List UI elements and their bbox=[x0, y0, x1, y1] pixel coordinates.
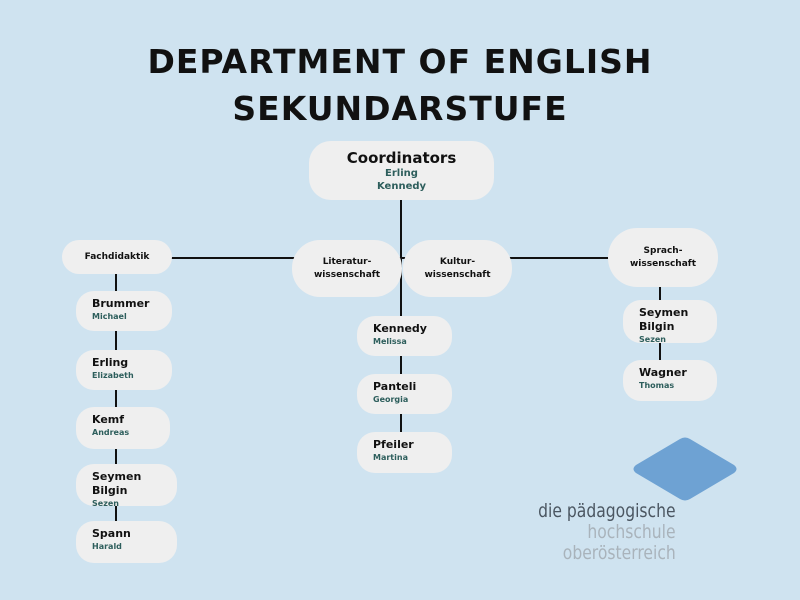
kultur-label: wissenschaft bbox=[424, 269, 491, 280]
sprach-node: Sprach- wissenschaft bbox=[608, 228, 718, 287]
person-last-name: Seymen Bilgin bbox=[92, 470, 142, 497]
logo-line-2: hochschule bbox=[587, 521, 676, 543]
coordinators-node: Coordinators Erling Kennedy bbox=[309, 141, 494, 200]
person-last-name: Brummer bbox=[92, 297, 150, 310]
person-first-name: Andreas bbox=[92, 428, 130, 437]
coordinators-label: Coordinators bbox=[346, 148, 457, 167]
sprach-label: wissenschaft bbox=[629, 258, 696, 269]
person-first-name: Georgia bbox=[373, 395, 409, 404]
coordinator-name: Kennedy bbox=[376, 180, 427, 192]
sprach-label: Sprach- bbox=[643, 245, 683, 256]
person-first-name: Thomas bbox=[639, 381, 675, 390]
person-first-name: Elizabeth bbox=[92, 371, 134, 380]
person-last-name: Panteli bbox=[373, 380, 417, 393]
logo-line-1: die pädagogische bbox=[538, 500, 676, 522]
connector bbox=[115, 274, 117, 524]
literatur-label: Literatur- bbox=[322, 256, 372, 267]
title-line-1: DEPARTMENT OF ENGLISH bbox=[147, 42, 653, 81]
title-line-2: SEKUNDARSTUFE bbox=[232, 89, 568, 128]
person-first-name: Melissa bbox=[373, 337, 407, 346]
person-last-name: Erling bbox=[92, 356, 129, 369]
coordinator-name: Erling bbox=[385, 167, 418, 179]
person-last-name: Kennedy bbox=[373, 322, 427, 335]
person-first-name: Sezen bbox=[92, 499, 119, 508]
kultur-label: Kultur- bbox=[439, 256, 476, 267]
literatur-label: wissenschaft bbox=[313, 269, 380, 280]
person-first-name: Martina bbox=[373, 453, 408, 462]
person-last-name: Spann bbox=[92, 527, 131, 540]
kultur-node: Kultur- wissenschaft bbox=[403, 240, 512, 297]
person-first-name: Sezen bbox=[639, 335, 666, 344]
person-last-name: Kemf bbox=[92, 413, 125, 426]
person-last-name: Wagner bbox=[639, 366, 687, 379]
logo-line-3: oberösterreich bbox=[563, 542, 676, 564]
person-last-name: Pfeiler bbox=[373, 438, 414, 451]
fachdidaktik-node: Fachdidaktik bbox=[62, 240, 172, 274]
literatur-node: Literatur- wissenschaft bbox=[292, 240, 402, 297]
fachdidaktik-label: Fachdidaktik bbox=[84, 251, 150, 262]
person-last-name: Seymen Bilgin bbox=[639, 306, 689, 333]
person-first-name: Michael bbox=[92, 312, 127, 321]
person-first-name: Harald bbox=[92, 542, 122, 551]
logo-diamond-icon bbox=[633, 437, 737, 501]
